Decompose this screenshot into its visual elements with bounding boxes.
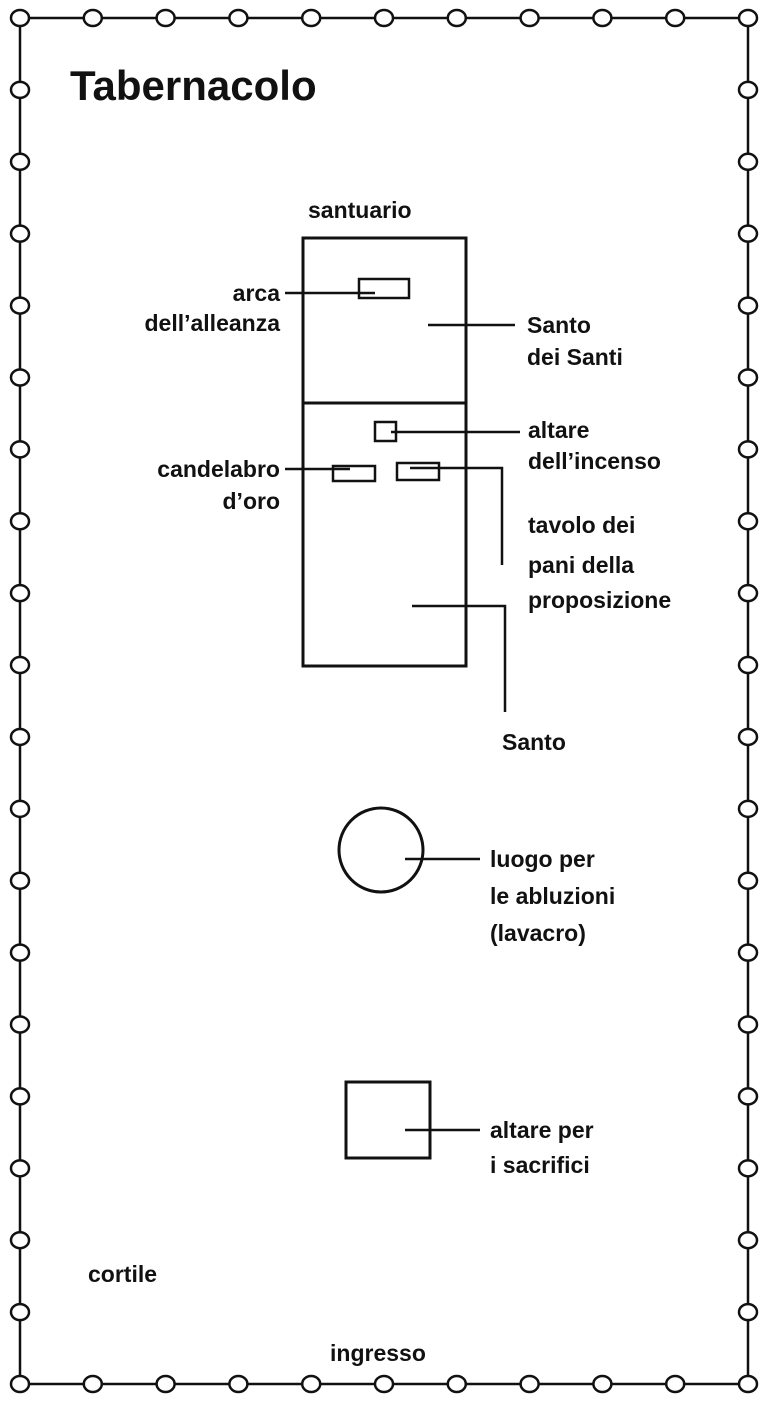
fence-post xyxy=(737,727,759,747)
label-tavolo-3: proposizione xyxy=(528,587,671,613)
holy-place-leader-line xyxy=(412,604,507,712)
label-altare-sacrifici-2: i sacrifici xyxy=(490,1152,590,1178)
sacrifice-altar-shape xyxy=(344,1080,432,1160)
label-santo-dei-santi: Santo xyxy=(527,312,591,338)
label-santo-dei-santi-2: dei Santi xyxy=(527,344,623,370)
label-altare-incenso: altare xyxy=(528,417,589,443)
fence-post xyxy=(9,1230,31,1250)
fence-post xyxy=(737,1087,759,1106)
fence-post xyxy=(737,368,759,387)
fence-post xyxy=(9,368,31,387)
fence-post xyxy=(9,1087,31,1106)
fence-post xyxy=(9,8,31,28)
fence-post xyxy=(737,1159,759,1178)
fence-post xyxy=(228,8,249,28)
courtyard-fence xyxy=(9,8,759,1394)
fence-post xyxy=(9,727,31,747)
fence-post xyxy=(9,512,31,531)
fence-post xyxy=(373,8,395,28)
fence-post xyxy=(155,1374,176,1394)
showbread-leader-line xyxy=(410,466,504,565)
sanctuary-outline xyxy=(301,236,468,668)
fence-post xyxy=(9,296,31,315)
fence-post xyxy=(373,1374,395,1394)
fence-post xyxy=(737,8,759,28)
fence-post xyxy=(519,1374,540,1394)
label-lavacro: luogo per xyxy=(490,846,595,872)
diagram-title: Tabernacolo xyxy=(70,62,317,109)
fence-post xyxy=(737,1230,759,1250)
fence-post xyxy=(82,8,104,28)
label-ingresso: ingresso xyxy=(330,1340,426,1366)
fence-post xyxy=(737,440,759,459)
label-cortile: cortile xyxy=(88,1261,157,1287)
fence-post xyxy=(9,440,31,459)
fence-post xyxy=(300,1374,322,1394)
label-santuario: santuario xyxy=(308,197,412,223)
fence-post xyxy=(446,1374,468,1394)
label-candelabro-2: d’oro xyxy=(223,488,281,514)
label-arca-2: dell’alleanza xyxy=(144,310,280,336)
fence-post xyxy=(737,655,759,675)
fence-post xyxy=(9,655,31,675)
label-altare-incenso-2: dell’incenso xyxy=(528,448,661,474)
fence-post xyxy=(519,8,540,28)
fence-post xyxy=(737,512,759,531)
fence-post xyxy=(9,799,31,819)
fence-post xyxy=(737,583,759,603)
fence-post xyxy=(9,871,31,890)
label-santo: Santo xyxy=(502,729,566,755)
fence-post xyxy=(300,8,322,28)
fence-post xyxy=(9,1159,31,1178)
fence-post xyxy=(9,152,31,172)
fence-post xyxy=(592,1374,613,1394)
fence-post xyxy=(737,1015,759,1034)
fence-post xyxy=(737,943,759,962)
label-arca: arca xyxy=(233,280,281,306)
fence-post xyxy=(737,799,759,819)
label-lavacro-3: (lavacro) xyxy=(490,920,586,946)
label-tavolo-2: pani della xyxy=(528,552,634,578)
ark-of-covenant-shape xyxy=(357,277,411,300)
fence-post xyxy=(9,1015,31,1034)
label-tavolo: tavolo dei xyxy=(528,512,635,538)
fence-post xyxy=(9,1302,31,1322)
label-lavacro-2: le abluzioni xyxy=(490,883,615,909)
fence-post xyxy=(737,152,759,172)
label-candelabro: candelabro xyxy=(157,456,280,482)
fence-post xyxy=(155,8,176,28)
golden-lampstand-shape xyxy=(331,464,377,483)
fence-post xyxy=(9,224,31,243)
fence-post xyxy=(9,1374,31,1394)
fence-post xyxy=(737,224,759,243)
fence-post xyxy=(737,871,759,890)
laver-shape xyxy=(337,806,425,894)
fence-post xyxy=(737,80,759,100)
fence-post xyxy=(228,1374,249,1394)
label-altare-sacrifici: altare per xyxy=(490,1117,594,1143)
showbread-table-shape xyxy=(395,461,441,482)
fence-posts xyxy=(9,8,759,1394)
fence-post xyxy=(737,1302,759,1322)
fence-post xyxy=(446,8,468,28)
fence-post xyxy=(9,943,31,962)
fence-post xyxy=(9,80,31,100)
fence-post xyxy=(592,8,613,28)
fence-post xyxy=(737,296,759,315)
fence-post xyxy=(737,1374,759,1394)
fence-post xyxy=(664,8,686,28)
fence-post xyxy=(9,583,31,603)
fence-post xyxy=(82,1374,104,1394)
fence-post xyxy=(664,1374,686,1394)
